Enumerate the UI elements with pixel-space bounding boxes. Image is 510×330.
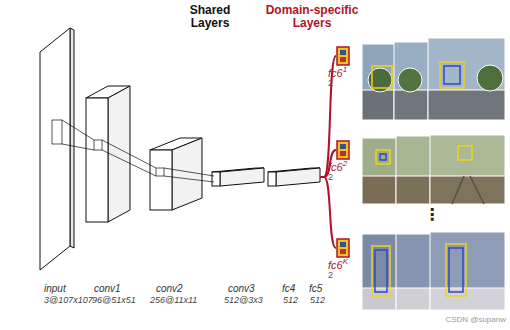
domain-index: K	[343, 257, 348, 266]
layer-name: input	[44, 283, 66, 294]
layer-label: fc62	[328, 160, 352, 173]
fc6-unit: fc622	[328, 140, 352, 183]
layer-size: 96@51x51	[92, 296, 136, 306]
ellipsis-mark: ⋮	[422, 206, 442, 224]
layer-name: fc4	[282, 283, 295, 294]
domain-index: 2	[343, 159, 347, 168]
layer-size: 512@3x3	[224, 296, 263, 306]
layer-name: conv3	[228, 283, 255, 294]
layer-name: fc6	[328, 259, 343, 271]
layer-size: 512	[283, 296, 298, 306]
layer-name: conv2	[156, 283, 183, 294]
fc6-icon	[336, 140, 350, 160]
fc6-unit: fc612	[328, 46, 352, 89]
layer-size: 3@107x107	[44, 296, 93, 306]
fc6-unit: fc6K2	[328, 238, 352, 281]
fc6-icon	[336, 238, 350, 258]
layer-name: fc6	[328, 161, 343, 173]
layer-size: 2	[328, 173, 352, 183]
layer-name: conv1	[94, 283, 121, 294]
watermark: CSDN @supanw	[445, 316, 506, 325]
layer-size: 2	[328, 79, 352, 89]
layer-size: 256@11x11	[150, 296, 197, 306]
layer-name: fc6	[328, 67, 343, 79]
layer-name: fc5	[309, 283, 322, 294]
layer-size: 512	[310, 296, 325, 306]
section-heading: Domain-specific Layers	[256, 4, 368, 30]
layer-size: 2	[328, 271, 352, 281]
layer-label: fc61	[328, 66, 352, 79]
domain-index: 1	[343, 65, 347, 74]
fc6-icon	[336, 46, 350, 66]
layer-label: fc6K	[328, 258, 352, 271]
section-heading: Shared Layers	[179, 4, 241, 30]
